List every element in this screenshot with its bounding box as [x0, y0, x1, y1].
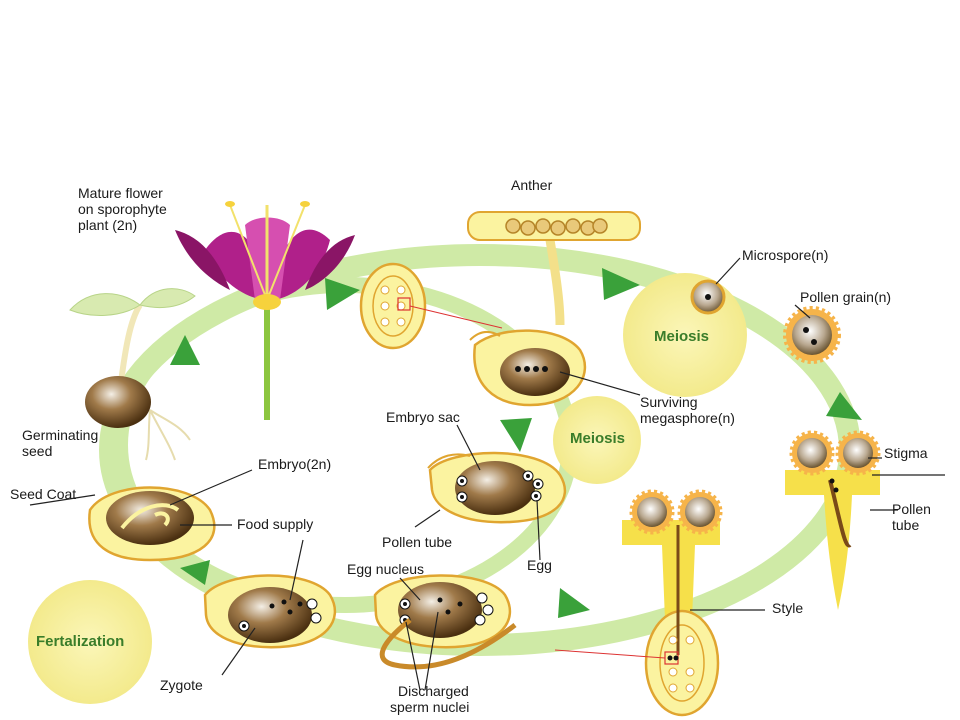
style-pistil — [554, 489, 723, 717]
label-discharged-line2: sperm nuclei — [390, 699, 469, 715]
label-pollen-grain: Pollen grain(n) — [800, 289, 891, 305]
label-style: Style — [772, 600, 803, 616]
label-meiosis-top: Meiosis — [654, 328, 709, 345]
label-pollen-tube-right-line1: Pollen — [892, 501, 931, 517]
mature-flower — [175, 201, 355, 420]
arrow-icon — [170, 335, 200, 365]
cycle-arrows — [170, 268, 862, 618]
arrow-icon — [558, 588, 590, 618]
label-zygote: Zygote — [160, 677, 203, 693]
pollen-grain — [783, 306, 841, 364]
label-mature-flower-line1: Mature flower — [78, 185, 163, 201]
label-anther: Anther — [511, 177, 553, 193]
seed-with-embryo — [88, 486, 216, 562]
leader-lines — [29, 257, 945, 691]
label-stigma: Stigma — [884, 445, 928, 461]
label-egg: Egg — [527, 557, 552, 573]
label-food-supply: Food supply — [237, 516, 313, 532]
label-discharged-line1: Discharged — [398, 683, 469, 699]
zygote-ovule — [203, 574, 337, 649]
label-fertilization: Fertalization — [36, 633, 124, 650]
germinating-seed — [69, 288, 196, 461]
stigma-right — [785, 430, 881, 610]
label-germinating-line1: Germinating — [22, 427, 98, 443]
label-embryo-sac: Embryo sac — [386, 409, 460, 425]
label-embryo-2n: Embryo(2n) — [258, 456, 331, 472]
arrow-icon — [180, 560, 210, 585]
fertilization-ovule — [373, 574, 517, 670]
label-microspore: Microspore(n) — [742, 247, 828, 263]
megaspore-ovule — [469, 329, 587, 407]
arrow-icon — [602, 268, 640, 300]
diagram-labels: Mature flower on sporophyte plant (2n) A… — [10, 177, 931, 715]
label-surviving-line2: megasphore(n) — [640, 410, 735, 426]
label-mature-flower-line2: on sporophyte — [78, 201, 167, 217]
meiosis-disc-middle — [553, 396, 641, 484]
label-mature-flower-line3: plant (2n) — [78, 217, 137, 233]
label-meiosis-middle: Meiosis — [570, 430, 625, 447]
label-pollen-tube-right-line2: tube — [892, 517, 919, 533]
fertilization-disc — [28, 580, 152, 704]
label-seed-coat: Seed Coat — [10, 486, 76, 502]
label-surviving-line1: Surviving — [640, 394, 698, 410]
arrow-icon — [500, 418, 532, 452]
arrow-icon — [325, 278, 360, 310]
anther — [467, 211, 641, 326]
ovule-top — [359, 262, 503, 350]
label-pollen-tube-middle: Pollen tube — [382, 534, 452, 550]
label-egg-nucleus: Egg nucleus — [347, 561, 424, 577]
microspore — [690, 279, 726, 315]
embryo-sac-ovule — [427, 451, 567, 524]
arrow-icon — [826, 392, 862, 420]
label-germinating-line2: seed — [22, 443, 52, 459]
